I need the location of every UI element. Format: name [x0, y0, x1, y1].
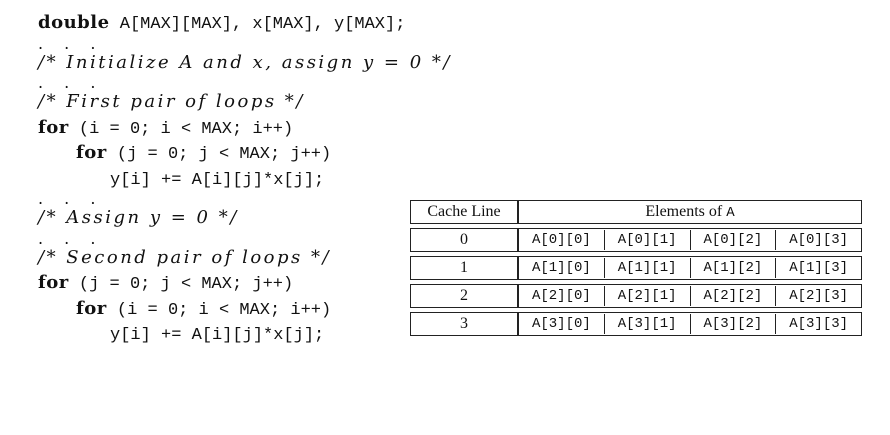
- loop2-body: y[i] += A[i][j]*x[j];: [110, 326, 325, 345]
- table-row: 2 A[2][0] A[2][1]A[2][2]A[2][3]: [410, 284, 862, 308]
- element-cell: A[0][2]: [689, 230, 776, 250]
- comment-initialize: /* Initialize A and x, assign y = 0 */: [38, 51, 452, 73]
- keyword-double: double: [38, 12, 110, 33]
- table-row: 0 A[0][0] A[0][1]A[0][2]A[0][3]: [410, 228, 862, 252]
- element-cell: A[3][2]: [689, 314, 776, 334]
- loop1-body: y[i] += A[i][j]*x[j];: [110, 170, 325, 190]
- element-cell: A[3][1]: [603, 314, 690, 334]
- element-cell: A[3][0]: [531, 316, 591, 332]
- ellipsis-line: . . .: [38, 73, 104, 92]
- element-cell: A[2][1]: [603, 286, 690, 306]
- element-cell: A[1][0]: [531, 260, 591, 276]
- ellipsis-line: . . .: [38, 33, 104, 53]
- header-cache-line: Cache Line: [410, 200, 518, 224]
- header-elements: Elements of A: [518, 200, 862, 224]
- element-cell: A[0][0]: [531, 232, 591, 248]
- declaration-line: double A[MAX][MAX], x[MAX], y[MAX];: [38, 10, 418, 36]
- element-cell: A[1][2]: [689, 258, 776, 278]
- table-header-row: Cache Line Elements of A: [410, 200, 862, 224]
- cache-table-container: Cache Line Elements of A 0 A[0][0] A[0][1…: [410, 200, 862, 336]
- cache-table: Cache Line Elements of A 0 A[0][0] A[0][1…: [410, 200, 862, 336]
- cache-line-number: 1: [410, 256, 518, 280]
- element-cell: A[1][3]: [775, 258, 861, 278]
- declaration-text: A[MAX][MAX], x[MAX], y[MAX];: [109, 15, 406, 34]
- code-listing: double A[MAX][MAX], x[MAX], y[MAX]; . . …: [38, 10, 452, 347]
- loop2-outer: for (j = 0; j < MAX; j++): [38, 272, 294, 294]
- header-elements-var: A: [726, 205, 735, 221]
- element-cell: A[2][0]: [531, 288, 591, 304]
- cache-line-number: 3: [410, 312, 518, 336]
- loop2-inner: for (i = 0; i < MAX; i++): [76, 297, 332, 320]
- element-cell: A[2][2]: [689, 286, 776, 306]
- comment-second-pair: /* Second pair of loops */: [38, 246, 332, 268]
- loop1-inner: for (j = 0; j < MAX; j++): [76, 142, 332, 164]
- cache-line-number: 0: [410, 228, 518, 252]
- ellipsis-line: . . .: [38, 228, 104, 248]
- table-row: 1 A[1][0] A[1][1]A[1][2]A[1][3]: [410, 256, 862, 280]
- table-row: 3 A[3][0] A[3][1]A[3][2]A[3][3]: [410, 312, 862, 336]
- loop1-outer: for (i = 0; i < MAX; i++): [38, 116, 294, 139]
- element-cell: A[0][1]: [603, 230, 690, 250]
- element-cell: A[3][3]: [775, 314, 861, 334]
- element-cell: A[2][3]: [775, 286, 861, 306]
- ellipsis-line: . . .: [38, 189, 104, 208]
- element-cell: A[1][1]: [603, 258, 690, 278]
- comment-assign: /* Assign y = 0 */: [38, 207, 239, 228]
- comment-first-pair: /* First pair of loops */: [38, 91, 305, 112]
- cache-line-number: 2: [410, 284, 518, 308]
- element-cell: A[0][3]: [775, 230, 861, 250]
